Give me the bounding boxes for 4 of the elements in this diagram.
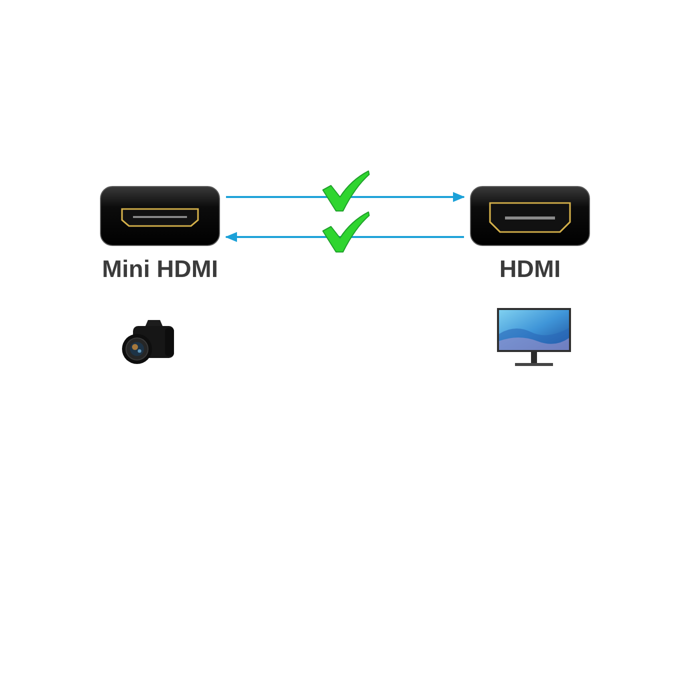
port-label: Mini HDMI: [102, 256, 218, 284]
port-label: HDMI: [499, 256, 561, 284]
arrow: [226, 192, 465, 202]
arrow: [225, 232, 464, 242]
